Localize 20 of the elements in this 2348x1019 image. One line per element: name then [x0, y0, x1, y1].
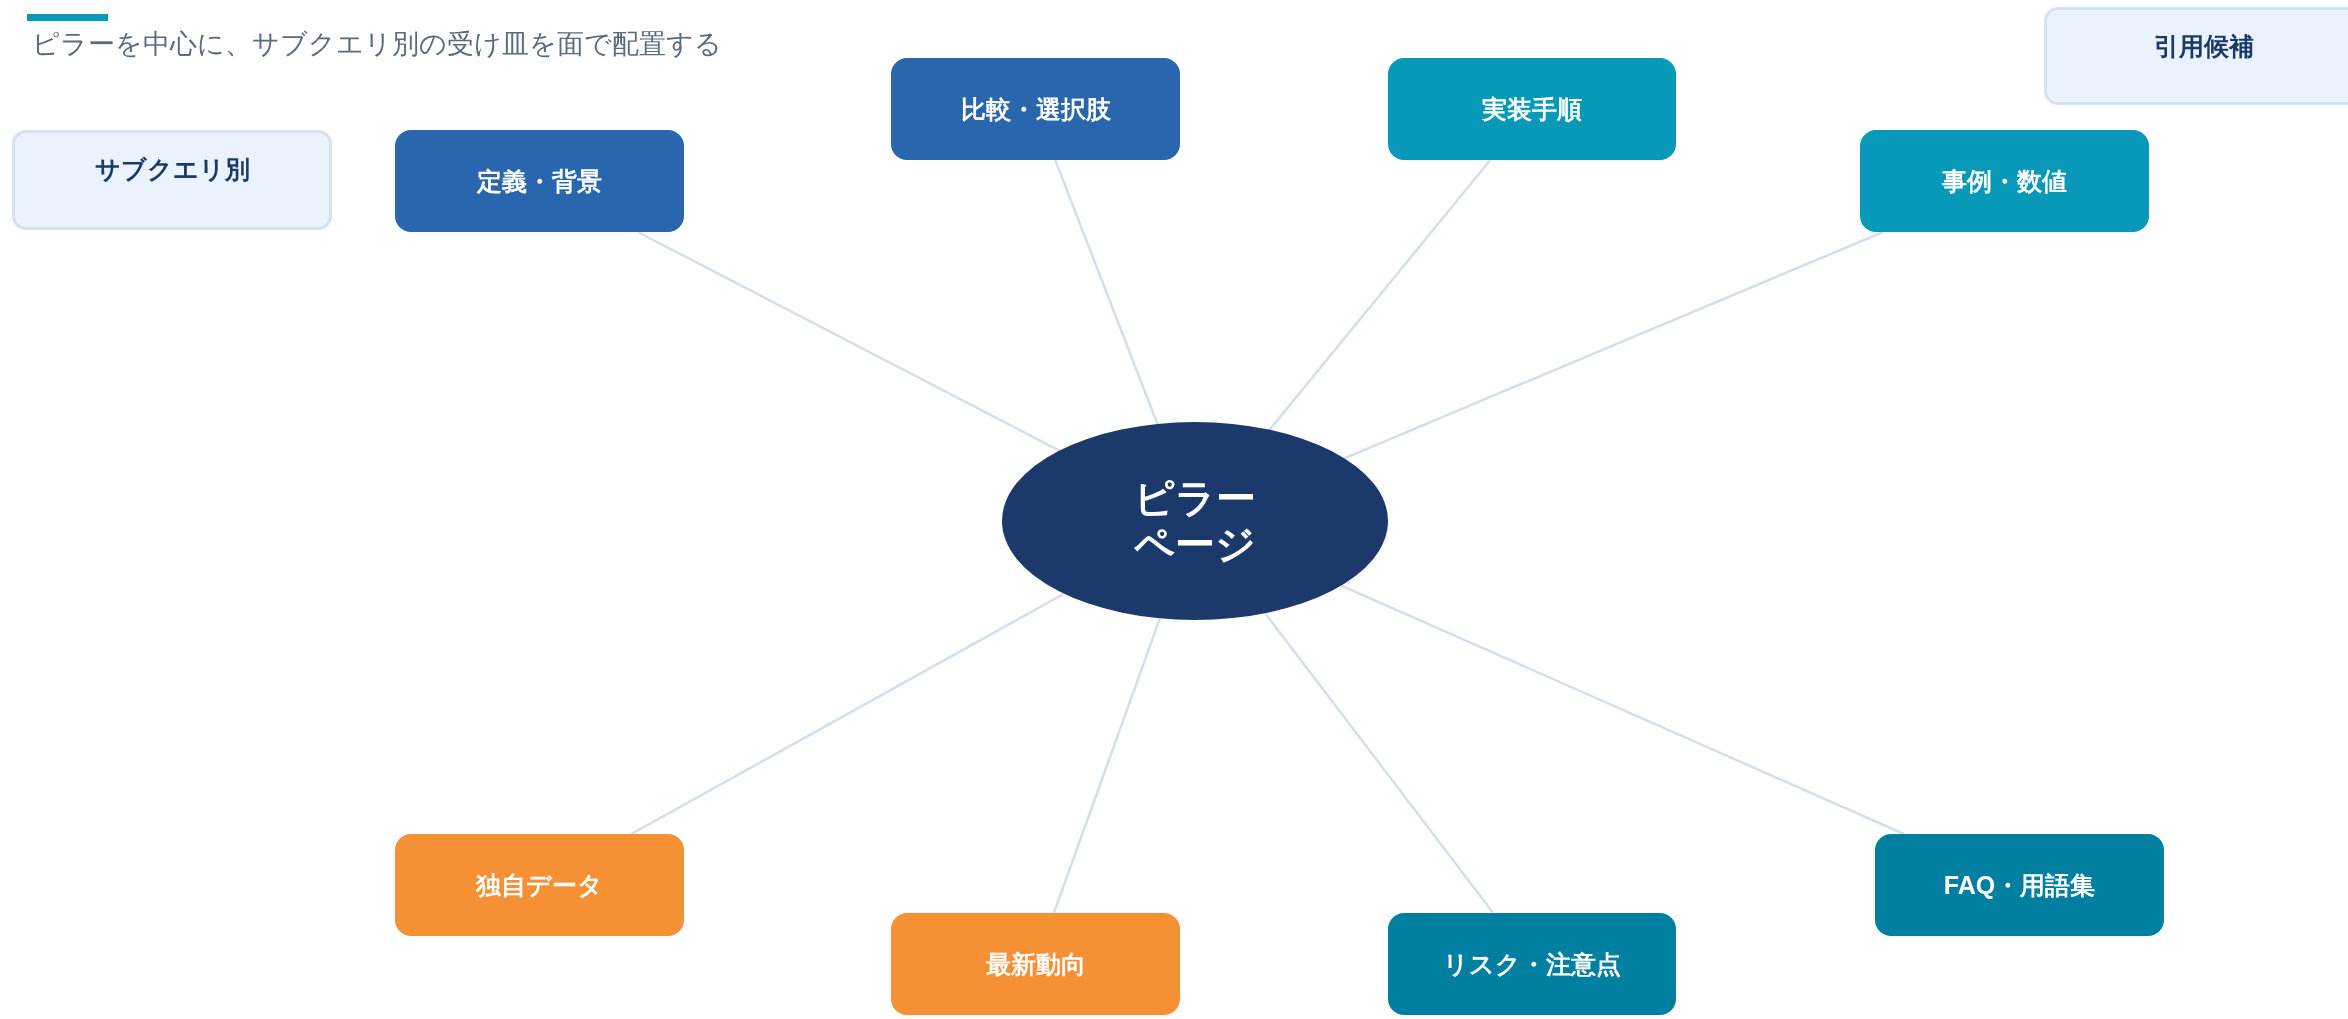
topic-box: FAQ・用語集 [1875, 834, 2164, 936]
connector-line [1340, 584, 1905, 836]
label-box: 引用候補 [2044, 7, 2348, 105]
topic-box: 最新動向 [891, 913, 1180, 1015]
topic-box: 定義・背景 [395, 130, 684, 232]
connector-line [1343, 230, 1884, 460]
connector-line [630, 592, 1065, 836]
topic-box: 事例・数値 [1860, 130, 2149, 232]
connector-line [1054, 159, 1159, 425]
connector-line [1268, 159, 1492, 431]
topic-box: 比較・選択肢 [891, 58, 1180, 160]
page-title: ピラーを中心に、サブクエリ別の受け皿を面で配置する [32, 28, 722, 61]
hub-ellipse: ピラーページ [1002, 422, 1388, 620]
topic-box: 実装手順 [1388, 58, 1676, 160]
topic-box: リスク・注意点 [1388, 913, 1676, 1015]
connector-line [1052, 617, 1162, 914]
topic-box: 独自データ [395, 834, 684, 936]
label-box: サブクエリ別 [12, 130, 332, 230]
connector-line [637, 230, 1060, 452]
connector-line [1264, 612, 1495, 914]
